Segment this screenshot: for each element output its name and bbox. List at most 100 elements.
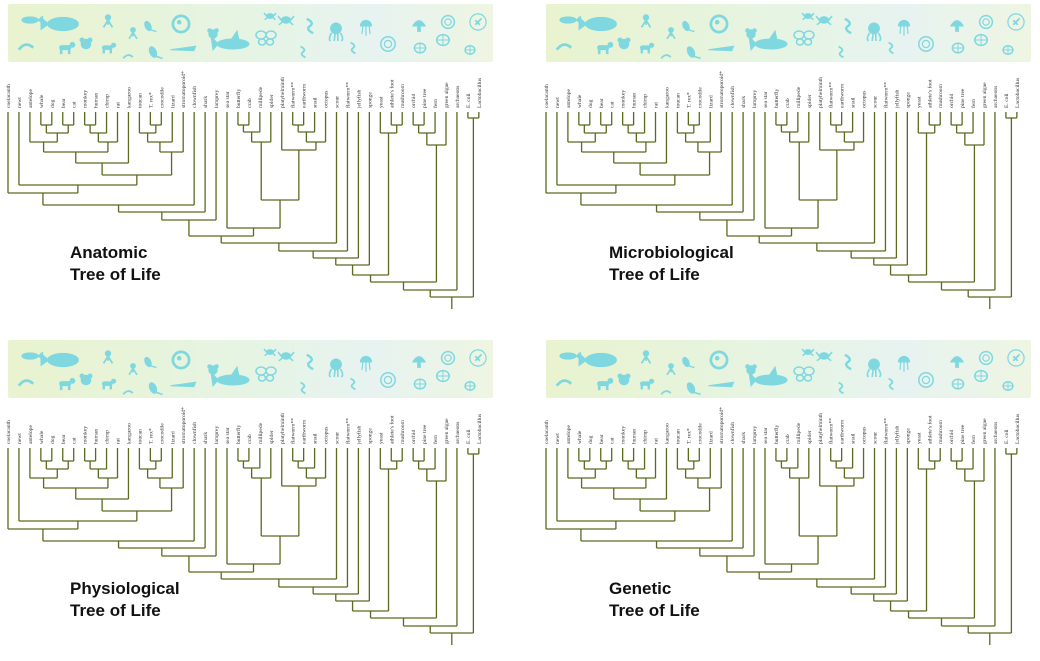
species-label: chimp (105, 94, 111, 108)
dog-icon (597, 41, 614, 55)
worm-icon (350, 377, 356, 391)
species-label: toucan (137, 429, 143, 444)
species-label: crab (247, 434, 253, 444)
species-label: crab (785, 98, 791, 108)
whale-icon (40, 16, 79, 32)
species-label: bear (599, 434, 605, 444)
species-label: sponge (367, 428, 373, 444)
worm-icon (844, 17, 852, 35)
species-label: platyhelminth (280, 77, 286, 108)
species-label: spider (807, 430, 813, 444)
shell-icon (435, 33, 451, 47)
species-label: E. coli (1004, 429, 1010, 444)
species-label: archaeons (993, 86, 999, 108)
species-label: yeast (378, 432, 384, 444)
species-label: toucan (137, 93, 143, 108)
species-label: flatworm** (828, 82, 835, 108)
whale-icon (40, 352, 79, 368)
species-label: green algae (982, 418, 988, 444)
species-label: stromatoporoid* (181, 71, 187, 108)
species-label: scour (873, 96, 879, 108)
octopus-icon (866, 22, 882, 42)
species-label: butterfly (235, 425, 242, 444)
species-label: rat (116, 438, 122, 444)
mushroom-icon (411, 20, 427, 32)
kangaroo-icon (144, 356, 157, 369)
species-label: lizard (170, 431, 176, 444)
species-label: millipede (258, 422, 264, 444)
species-label: platyhelminth (818, 413, 824, 444)
shark-icon (748, 29, 788, 52)
lizard-icon (17, 379, 35, 387)
octopus-icon (328, 358, 344, 378)
dog-icon (101, 42, 117, 54)
shark-icon (210, 365, 250, 388)
worm-icon (838, 45, 844, 59)
kangaroo-icon (148, 46, 163, 60)
species-label: flatworm** (290, 82, 297, 108)
species-label: E. coli (1004, 93, 1010, 108)
species-label: sea star (225, 427, 231, 444)
species-label: Lactobacillus (1015, 414, 1021, 444)
species-label: bear (61, 434, 67, 444)
sponge-icon (978, 14, 994, 30)
species-label: shark (203, 432, 209, 444)
species-label: sea star (225, 91, 231, 108)
species-label: mushroom (400, 83, 406, 108)
species-label: butterfly (235, 89, 242, 108)
species-label: pine tree (960, 424, 966, 444)
species-label: mushroom (938, 419, 944, 444)
shell-icon (413, 378, 427, 390)
species-label: flatworm** (290, 418, 297, 444)
species-label: whale (39, 94, 45, 108)
species-label: crocodile (697, 423, 703, 444)
species-label: butterfly (773, 89, 780, 108)
species-label: whale (39, 430, 45, 444)
species-label: archaeons (455, 86, 461, 108)
species-label: monkey (621, 426, 627, 444)
species-label: antelope (566, 425, 572, 444)
tree-title: Genetic Tree of Life (609, 578, 700, 622)
monkey-icon (128, 363, 138, 376)
kangaroo-icon (686, 382, 701, 396)
species-label: chimp (643, 430, 649, 444)
species-label: flatworm** (882, 418, 889, 444)
dog-icon (639, 378, 655, 390)
species-label: platyhelminth (280, 413, 286, 444)
butterfly-icon (255, 30, 277, 46)
species-label: scour (335, 96, 341, 108)
species-label: sponge (905, 428, 911, 444)
crab-icon (815, 351, 833, 362)
bear-icon (79, 373, 93, 386)
tree-title-line1: Physiological (70, 579, 180, 598)
species-label: newt (555, 433, 561, 444)
dinosaur-icon (171, 350, 191, 370)
species-label: shark (203, 96, 209, 108)
tree-title-line1: Genetic (609, 579, 672, 598)
species-label: T. rex* (686, 92, 692, 108)
shell-icon (413, 42, 427, 54)
species-label: earthworm (840, 83, 846, 108)
dinosaur-icon (709, 350, 729, 370)
species-label: athlete's foot (926, 415, 933, 444)
species-label: spider (269, 94, 275, 108)
species-label: orchid (411, 430, 417, 444)
species-label: green algae (444, 82, 450, 108)
species-label: yeast (378, 96, 384, 108)
species-label: platyhelminth (818, 77, 824, 108)
species-label: snail (313, 433, 319, 444)
tree-title-line2: Tree of Life (609, 601, 700, 620)
tree-title-line1: Microbiological (609, 243, 734, 262)
bacteria-icon (1007, 349, 1025, 367)
species-label: bear (599, 98, 605, 108)
species-label: earthworm (302, 83, 308, 108)
bear-icon (79, 37, 93, 50)
octopus-icon (328, 22, 344, 42)
species-label: Lactobacillus (1015, 78, 1021, 108)
species-label: mushroom (938, 83, 944, 108)
species-label: newt (555, 97, 561, 108)
